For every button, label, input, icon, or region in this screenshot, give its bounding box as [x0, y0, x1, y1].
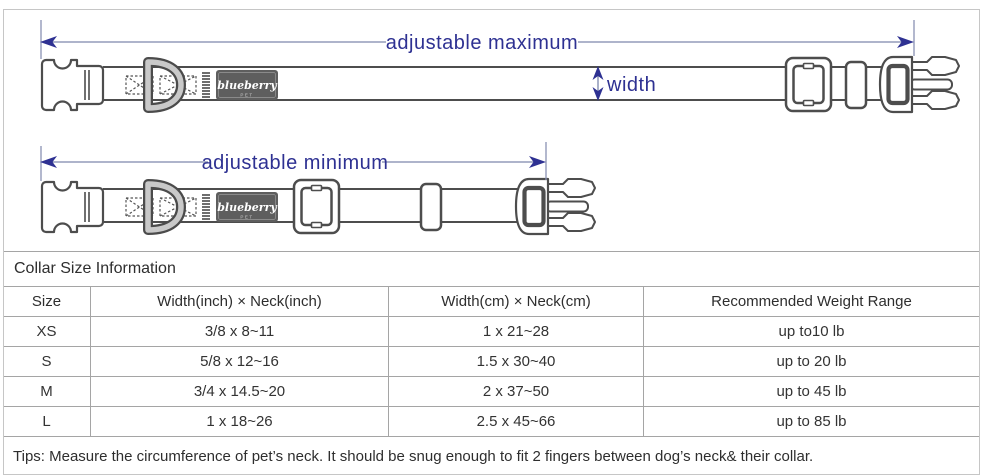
- table-row: M 3/4 x 14.5~20 2 x 37~50 up to 45 lb: [3, 376, 979, 406]
- male-buckle: [880, 57, 959, 112]
- table-row: L 1 x 18~26 2.5 x 45~66 up to 85 lb: [3, 406, 979, 436]
- cell-size: M: [40, 383, 53, 400]
- male-buckle: [516, 179, 595, 234]
- female-buckle: [40, 180, 105, 234]
- cell-cm: 2.5 x 45~66: [388, 407, 643, 436]
- tips-text: Tips: Measure the circumference of pet’s…: [3, 436, 979, 475]
- cell-inch: 1 x 18~26: [90, 407, 388, 436]
- tri-glide-slider: [292, 178, 341, 235]
- cell-weight: up to 85 lb: [643, 407, 979, 436]
- cell-weight: up to 20 lb: [643, 347, 979, 376]
- tri-glide-slider: [784, 56, 833, 113]
- cell-size: XS: [36, 323, 57, 340]
- cell-weight: up to 45 lb: [643, 377, 979, 406]
- collar-size-table: Collar Size Information Size Width(inch)…: [3, 251, 979, 475]
- cell-cm: 1.5 x 30~40: [388, 347, 643, 376]
- table-title: Collar Size Information: [3, 251, 979, 286]
- cell-weight: up to10 lb: [643, 317, 979, 346]
- d-ring-assembly: [126, 62, 278, 108]
- cell-inch: 3/4 x 14.5~20: [90, 377, 388, 406]
- adjustable-minimum-label: adjustable minimum: [202, 152, 389, 174]
- collar-diagram: blueberry PET: [40, 20, 986, 251]
- header-cm: Width(cm) × Neck(cm): [388, 287, 643, 316]
- collar-minimum-diagram: adjustable minimum: [40, 142, 595, 234]
- d-ring-assembly: [126, 184, 278, 230]
- table-row: XS 3/8 x 8~11 1 x 21~28 up to10 lb: [3, 316, 979, 346]
- table-header-row: Size Width(inch) × Neck(inch) Width(cm) …: [3, 286, 979, 316]
- cell-size: L: [42, 413, 51, 430]
- dimension-arrow-minimum: adjustable minimum: [40, 142, 547, 181]
- header-size: Size: [31, 293, 62, 310]
- keeper-loop: [844, 60, 868, 110]
- header-weight: Recommended Weight Range: [643, 287, 979, 316]
- female-buckle: [40, 58, 105, 112]
- cell-size: S: [41, 353, 52, 370]
- cell-cm: 1 x 21~28: [388, 317, 643, 346]
- keeper-loop: [419, 182, 443, 232]
- cell-inch: 5/8 x 12~16: [90, 347, 388, 376]
- collar-maximum-diagram: adjustable maximum width: [40, 20, 959, 112]
- adjustable-maximum-label: adjustable maximum: [386, 32, 578, 54]
- cell-inch: 3/8 x 8~11: [90, 317, 388, 346]
- dimension-arrow-maximum: adjustable maximum: [40, 20, 915, 59]
- cell-cm: 2 x 37~50: [388, 377, 643, 406]
- table-row: S 5/8 x 12~16 1.5 x 30~40 up to 20 lb: [3, 346, 979, 376]
- width-label: width: [606, 74, 656, 96]
- dimension-arrow-width: width: [592, 66, 656, 101]
- header-inch: Width(inch) × Neck(inch): [90, 287, 388, 316]
